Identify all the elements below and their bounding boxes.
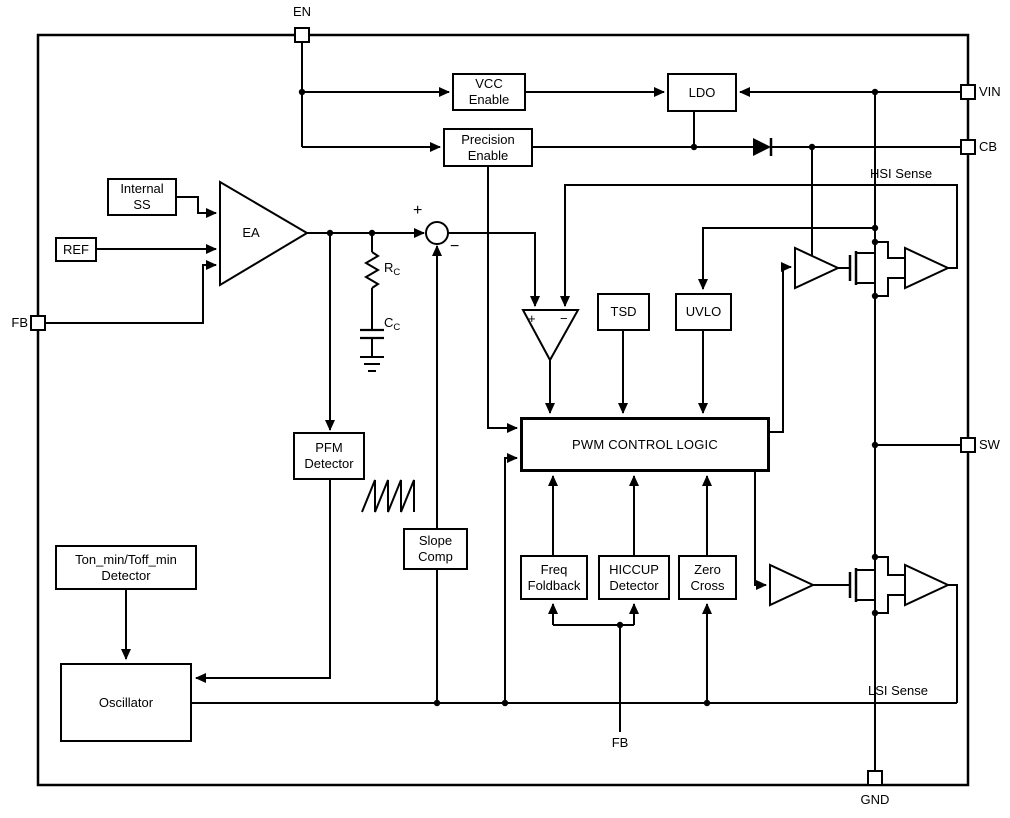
label-hsi-sense: HSI Sense	[870, 166, 933, 181]
pin-vin-square	[960, 84, 976, 100]
ground-symbol	[360, 356, 384, 372]
junction-dots	[298, 88, 879, 707]
rc-base: R	[384, 260, 394, 275]
low-side-mosfet	[813, 568, 875, 602]
low-side-driver-triangle	[769, 563, 816, 607]
pin-fb-square	[30, 315, 46, 331]
pin-label-fb: FB	[11, 315, 28, 330]
block-zero-cross: Zero Cross	[678, 555, 737, 600]
bootstrap-diode	[753, 138, 773, 156]
sum-plus-sign: +	[413, 202, 423, 219]
cc-base: C	[384, 315, 394, 330]
block-precision-enable: Precision Enable	[443, 128, 533, 167]
label-rc: RC	[384, 260, 401, 278]
block-pfm-detector: PFM Detector	[293, 432, 365, 480]
pwm-comparator-triangle	[521, 309, 580, 363]
sum-minus-sign: −	[450, 238, 460, 255]
summing-junction	[425, 221, 449, 245]
wires	[45, 42, 961, 771]
pin-en-square	[294, 27, 310, 43]
block-pwm-control-logic: PWM CONTROL LOGIC	[520, 417, 770, 472]
block-hiccup-detector: HICCUP Detector	[598, 555, 670, 600]
pin-sw-square	[960, 437, 976, 453]
block-vcc-enable: VCC Enable	[452, 73, 526, 111]
block-ton-toff-detector: Ton_min/Toff_min Detector	[55, 545, 197, 590]
block-freq-foldback: Freq Foldback	[520, 555, 588, 600]
pin-label-cb: CB	[979, 139, 998, 154]
pin-label-fb-bottom: FB	[611, 735, 629, 750]
cmp-minus-sign: −	[560, 311, 568, 326]
label-cc: CC	[384, 315, 401, 333]
block-tsd: TSD	[597, 293, 650, 331]
block-ldo: LDO	[667, 73, 737, 112]
compensation-resistor	[364, 251, 380, 289]
pin-gnd-square	[867, 770, 883, 786]
rc-sub: C	[393, 267, 401, 278]
high-side-mosfet	[838, 251, 875, 285]
compensation-capacitor	[360, 328, 384, 340]
chip-border	[36, 33, 970, 787]
block-uvlo: UVLO	[675, 293, 732, 331]
lsi-sense-amp-triangle	[904, 563, 951, 607]
block-ref: REF	[55, 237, 97, 262]
block-slope-comp: Slope Comp	[403, 528, 468, 570]
pin-label-en: EN	[292, 4, 312, 19]
sawtooth-waveform-icon	[361, 479, 415, 513]
cmp-plus-sign: +	[528, 311, 536, 326]
cc-sub: C	[393, 322, 401, 333]
pin-cb-square	[960, 139, 976, 155]
high-side-driver-triangle	[794, 246, 841, 290]
label-ea: EA	[242, 225, 260, 240]
pins	[30, 27, 976, 786]
block-oscillator: Oscillator	[60, 663, 192, 742]
pin-label-vin: VIN	[979, 84, 1001, 99]
pin-label-sw: SW	[979, 437, 1000, 452]
block-internal-ss: Internal SS	[107, 178, 177, 216]
hsi-sense-amp-triangle	[904, 246, 951, 290]
pin-label-gnd: GND	[860, 792, 890, 807]
error-amplifier-triangle	[219, 180, 309, 287]
label-lsi-sense: LSI Sense	[868, 683, 928, 698]
